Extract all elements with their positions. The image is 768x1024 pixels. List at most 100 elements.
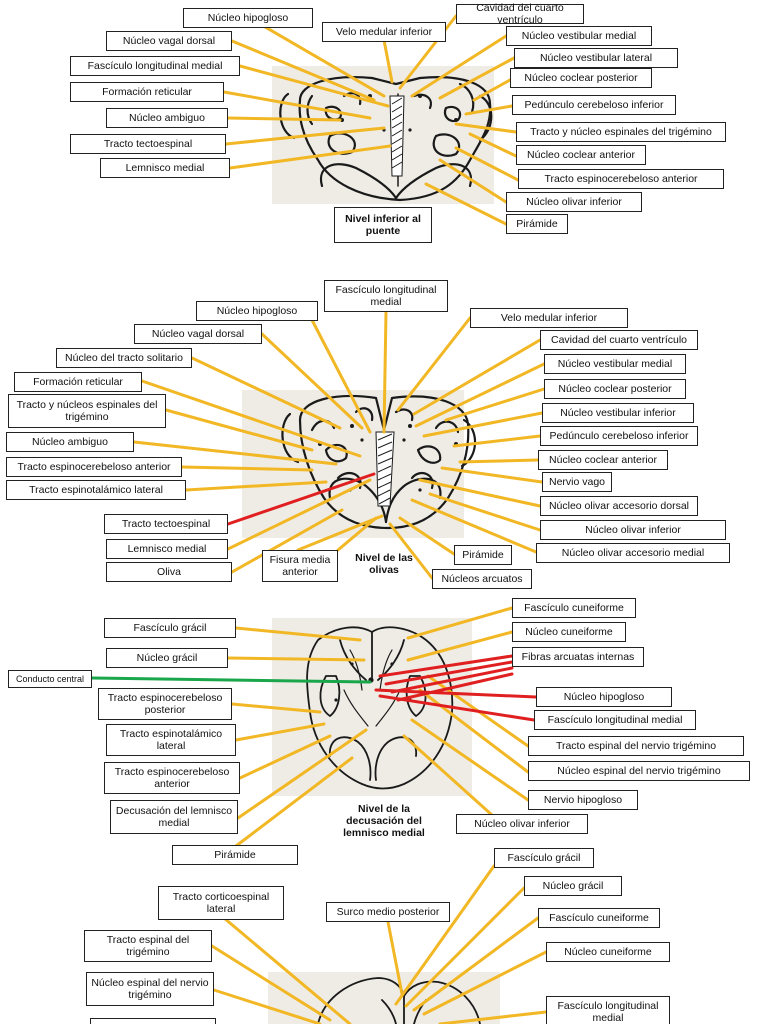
leader-nucleo-cuneiforme: [422, 950, 548, 1016]
leader-fibras-arcuatas-internas-3: [390, 666, 514, 694]
leader-decusacion-lemnisco-medial: [236, 728, 368, 820]
section2-raphe: [375, 431, 395, 507]
leader-fasciculo-cuneiforme: [406, 606, 514, 640]
label-tracto-espinal-nervio-trigemino: Tracto espinal del nervio trigémino: [528, 736, 744, 756]
section3-medulla-drawing: [306, 626, 454, 790]
section4-image: [268, 972, 500, 1024]
leader-fasciculo-gracil: [234, 626, 362, 642]
leader-fasciculo-longitudinal-medial: [378, 694, 536, 722]
label-tracto-espinotalamico-lateral: Tracto espinotalámico lateral: [6, 480, 186, 500]
section2-image: [242, 390, 464, 538]
leader-nucleo-cuneiforme: [406, 630, 514, 662]
label-fasciculo-longitudinal-medial: Fascículo longitudinal medial: [324, 280, 448, 312]
label-tracto-nucleos-espinales-trigemino: Tracto y núcleos espinales del trigémino: [8, 394, 166, 428]
caption-nivel-decusacion-lemnisco-medial: Nivel de la decusación del lemnisco medi…: [343, 803, 425, 839]
label-nucleo-espinal-nervio-trigemino: Núcleo espinal del nervio trigémino: [86, 972, 214, 1006]
label-pedunculo-cerebeloso-inferior: Pedúnculo cerebeloso inferior: [512, 95, 676, 115]
label-lemnisco-medial: Lemnisco medial: [106, 539, 228, 559]
label-formacion-reticular: Formación reticular: [14, 372, 142, 392]
leader-nucleo-coclear-anterior: [468, 132, 518, 158]
section2-red-leaders: [226, 472, 376, 526]
leader-tracto-espinocerebeloso-anterior: [180, 465, 314, 472]
label-nucleo-tracto-solitario: Núcleo del tracto solitario: [56, 348, 192, 368]
leader-fasciculo-longitudinal-medial: [238, 64, 390, 108]
label-nucleo-olivar-inferior: Núcleo olivar inferior: [506, 192, 642, 212]
label-nucleos-arcuatos: Núcleos arcuatos: [432, 569, 532, 589]
label-piramide: Pirámide: [506, 214, 568, 234]
label-tracto-tectoespinal: Tracto tectoespinal: [70, 134, 226, 154]
label-nervio-hipogloso: Nervio hipogloso: [528, 790, 638, 810]
leader-nucleo-vestibular-medial: [410, 34, 508, 98]
label-nucleo-coclear-posterior: Núcleo coclear posterior: [544, 379, 686, 399]
leader-nucleo-vagal-dorsal: [230, 39, 376, 102]
label-fasciculo-gracil: Fascículo grácil: [104, 618, 236, 638]
label-nucleo-vagal-dorsal: Núcleo vagal dorsal: [134, 324, 262, 344]
label-velo-medular-inferior: Velo medular inferior: [322, 22, 446, 42]
label-tracto-tectoespinal: Tracto tectoespinal: [104, 514, 228, 534]
section1-raphe: [389, 95, 405, 177]
leader-fasciculo-longitudinal-medial: [438, 1010, 548, 1024]
label-nucleo-espinal-nervio-trigemino: Núcleo espinal del nervio trigémino: [528, 761, 750, 781]
label-nucleo-vagal-dorsal: Núcleo vagal dorsal: [106, 31, 232, 51]
label-nucleo-vestibular-inferior: Núcleo vestibular inferior: [542, 403, 694, 423]
label-fasciculo-cuneiforme: Fascículo cuneiforme: [538, 908, 660, 928]
label-nucleo-coclear-anterior: Núcleo coclear anterior: [516, 145, 646, 165]
leader-nucleo-gracil: [404, 886, 526, 1008]
leader-pedunculo-cerebeloso-inferior: [464, 104, 514, 116]
leader-nucleo-olivar-inferior: [402, 734, 504, 826]
label-nucleo-hipogloso: Núcleo hipogloso: [196, 301, 318, 321]
label-nucleo-cuneiforme: Núcleo cuneiforme: [546, 942, 670, 962]
leader-cavidad-cuarto-ventriculo: [412, 338, 542, 416]
leader-velo-medular-inferior: [382, 38, 394, 84]
label-lemnisco-medial: Lemnisco medial: [100, 158, 230, 178]
leader-conducto-central: [90, 676, 372, 684]
leader-piramide: [424, 182, 508, 226]
label-surco-medio-posterior: Surco medio posterior: [326, 902, 450, 922]
leader-nucleo-espinal-trigemino: [212, 988, 322, 1024]
label-tracto-espinotalamico-lateral: Tracto espinotalámico lateral: [106, 724, 236, 756]
leader-formacion-reticular: [140, 379, 362, 458]
leader-nucleo-vestibular-lateral: [438, 56, 516, 100]
leader-tracto-espinotalamico-lateral: [184, 480, 328, 492]
leader-nucleo-olivar-inferior: [438, 158, 508, 204]
label-piramide: Pirámide: [454, 545, 512, 565]
leader-lemnisco-medial: [228, 144, 392, 170]
leader-surco-medio-posterior: [386, 920, 404, 996]
label-nucleo-gracil: Núcleo grácil: [106, 648, 228, 668]
label-tracto-espinocerebeloso-anterior: Tracto espinocerebeloso anterior: [518, 169, 724, 189]
leader-tracto-nucleos-espinales-trigemino: [164, 408, 314, 452]
leader-lemnisco-medial: [226, 478, 372, 551]
label-cavidad-cuarto-ventriculo: Cavidad del cuarto ventrículo: [540, 330, 698, 350]
label-nucleo-gracil: Núcleo grácil: [524, 876, 622, 896]
leader-nucleo-gracil: [226, 656, 366, 662]
label-nucleo-coclear-anterior: Núcleo coclear anterior: [538, 450, 668, 470]
label-pedunculo-cerebeloso-inferior: Pedúnculo cerebeloso inferior: [540, 426, 698, 446]
label-nucleo-olivar-inferior: Núcleo olivar inferior: [540, 520, 726, 540]
section4-leaders: [210, 864, 548, 1024]
leader-nucleo-hipogloso: [374, 688, 538, 699]
label-tracto-espinocerebeloso-anterior: Tracto espinocerebeloso anterior: [6, 457, 182, 477]
leader-nucleo-coclear-posterior: [444, 387, 546, 422]
leader-nucleo-hipogloso: [310, 318, 372, 434]
label-piramide: Pirámide: [172, 845, 298, 865]
leader-tracto-espinocerebeloso-anterior: [238, 734, 332, 780]
leader-nervio-vago: [440, 466, 544, 484]
leader-nucleo-coclear-anterior: [458, 458, 540, 464]
label-fibras-arcuatas-internas: Fibras arcuatas internas: [512, 647, 644, 667]
leader-nucleo-olivar-accesorio-dorsal: [418, 478, 542, 508]
label-tracto-nucleo-espinales-trigemino: Tracto y núcleo espinales del trigémino: [516, 122, 726, 142]
label-fasciculo-longitudinal-medial: Fascículo longitudinal medial: [546, 996, 670, 1024]
leader-tracto-espinocerebeloso-anterior: [454, 146, 520, 182]
label-nucleo-cuneiforme: Núcleo cuneiforme: [512, 622, 626, 642]
label-nucleo-vestibular-lateral: Núcleo vestibular lateral: [514, 48, 678, 68]
leader-nucleo-hipogloso: [246, 15, 386, 98]
leader-nucleo-coclear-posterior: [472, 78, 512, 102]
label-nucleo-vestibular-medial: Núcleo vestibular medial: [544, 354, 686, 374]
leader-pedunculo-cerebeloso-inferior: [452, 434, 542, 448]
leader-fibras-arcuatas-internas-2: [384, 660, 514, 686]
label-nucleo-olivar-accesorio-medial: Núcleo olivar accesorio medial: [536, 543, 730, 563]
leader-tracto-espinal-trigemino: [210, 944, 332, 1022]
leader-formacion-reticular: [222, 90, 372, 120]
